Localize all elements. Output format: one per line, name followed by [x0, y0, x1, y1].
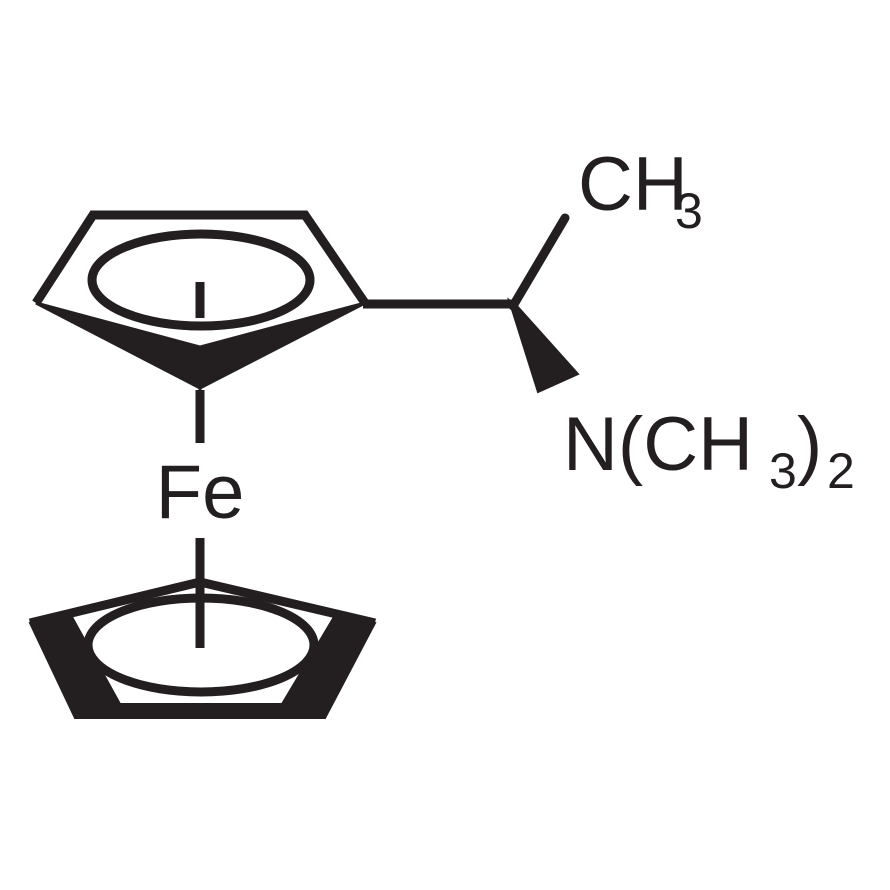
amine-second-subscript-text: 2 — [827, 443, 855, 499]
lower-cyclopentadienyl-ring — [28, 577, 377, 720]
stereocenter-to-methyl-bond — [508, 213, 570, 311]
methyl-group-label: CH 3 — [578, 142, 703, 239]
upper-ring-front-edge-left — [35, 301, 202, 391]
amine-close-paren-text: ) — [797, 402, 822, 487]
lower-ring-back-edges — [28, 577, 377, 628]
upper-ring-back-edges — [32, 210, 369, 306]
amine-main-text: N(CH — [563, 402, 753, 487]
upper-ring-aromatic-ellipse — [87, 229, 315, 331]
stereocenter-to-amine-wedge — [507, 297, 580, 394]
methyl-subscript-text: 3 — [675, 183, 703, 239]
lower-ring-front-edge-right — [280, 615, 377, 720]
lower-ring-aromatic-ellipse — [83, 593, 319, 697]
dimethylamino-group-label: N(CH 3 ) 2 — [563, 402, 855, 499]
ethylamine-side-chain — [363, 213, 580, 394]
iron-center-label: Fe — [156, 450, 245, 535]
amine-first-subscript-text: 3 — [769, 443, 797, 499]
upper-cyclopentadienyl-ring — [32, 210, 369, 391]
upper-ring-front-edge-right — [198, 301, 366, 391]
methyl-main-text: CH — [578, 142, 688, 227]
